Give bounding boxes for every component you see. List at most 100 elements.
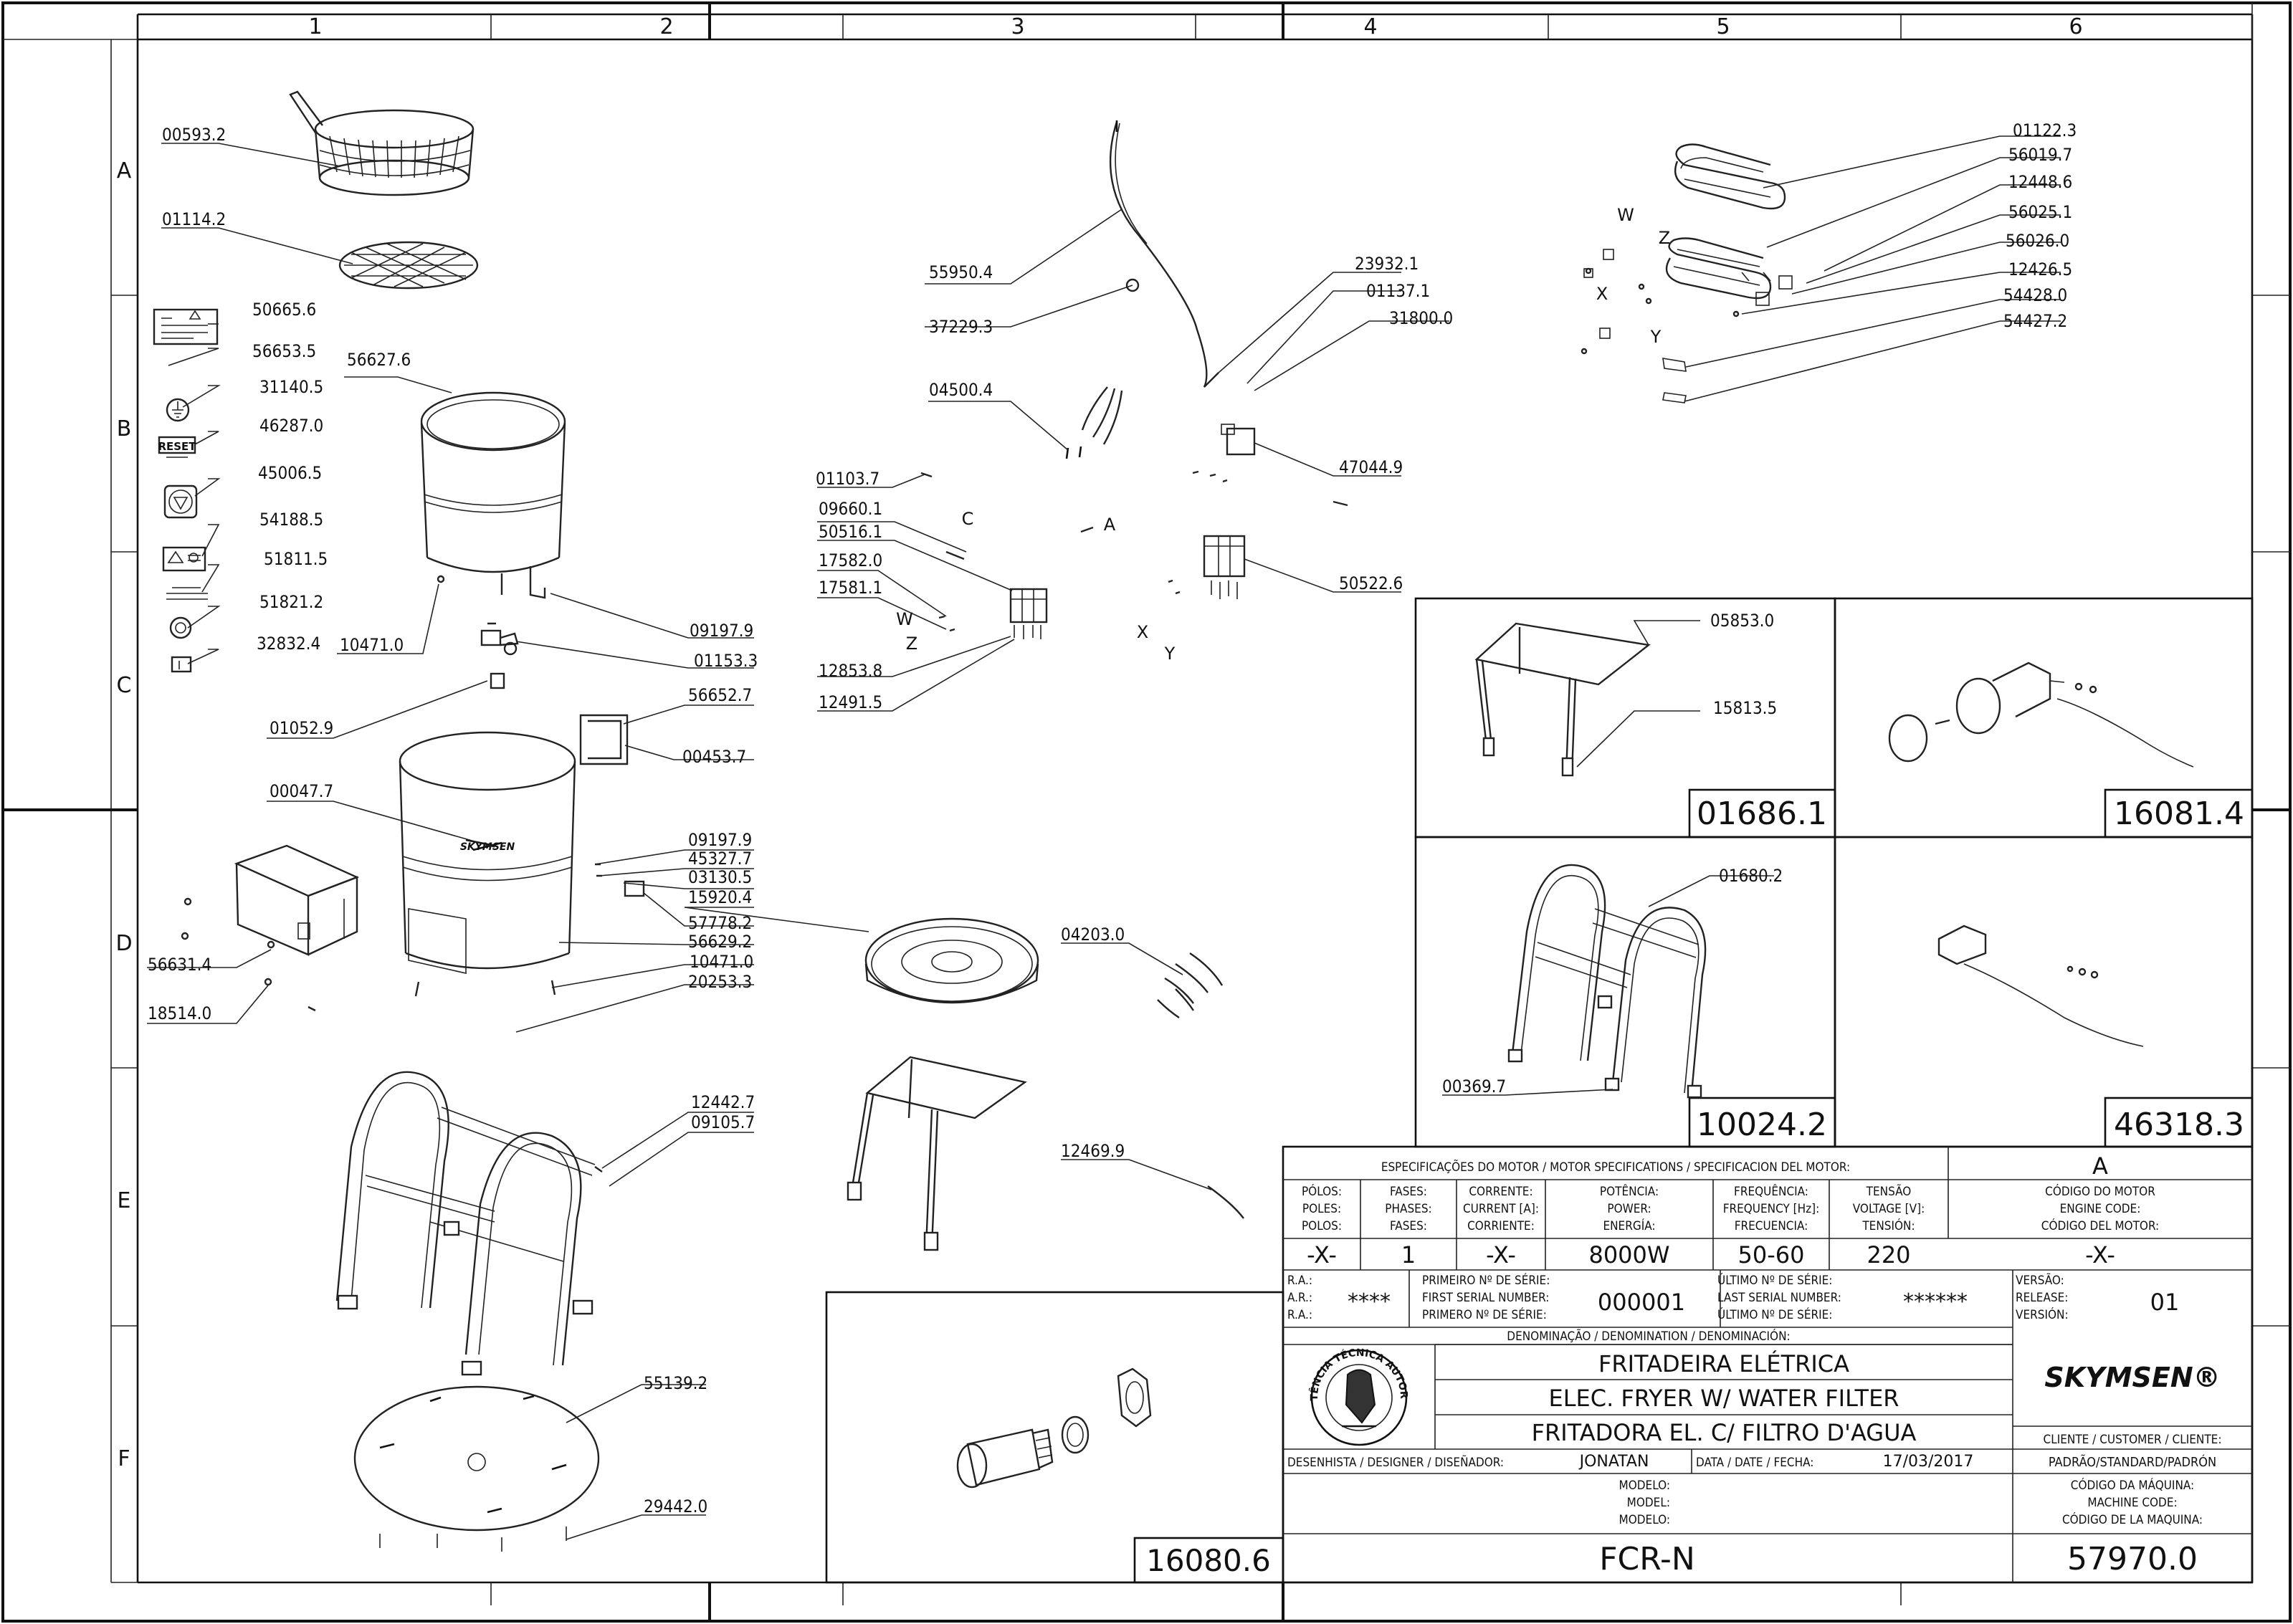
part-45327-7: 45327.7 — [688, 849, 752, 869]
svg-text:X: X — [1137, 622, 1148, 642]
svg-text:Y: Y — [1650, 327, 1662, 347]
phases-value: 1 — [1401, 1241, 1416, 1269]
column-label-4: 4 — [1363, 14, 1377, 39]
svg-text:TENSIÓN:: TENSIÓN: — [1861, 1218, 1915, 1233]
title-block-text: ESPECIFICAÇÕES DO MOTOR / MOTOR SPECIFIC… — [1287, 1152, 2221, 1577]
column-labels: 1 2 3 4 5 6 — [308, 14, 2082, 39]
svg-text:CÓDIGO DO MOTOR: CÓDIGO DO MOTOR — [2045, 1183, 2155, 1199]
poles-value: -X- — [1307, 1241, 1337, 1269]
svg-text:ÚLTIMO Nº DE SÉRIE:: ÚLTIMO Nº DE SÉRIE: — [1717, 1307, 1832, 1322]
heating-elements-drawing — [1581, 143, 1793, 403]
svg-text:POLES:: POLES: — [1302, 1202, 1341, 1216]
row-label-c: C — [117, 673, 132, 698]
part-54427-2: 54427.2 — [2003, 311, 2067, 331]
part-01103-7: 01103.7 — [816, 469, 879, 489]
client-value: PADRÃO/STANDARD/PADRÓN — [2049, 1454, 2216, 1470]
row-label-e: E — [118, 1188, 131, 1213]
svg-text:CORRENTE:: CORRENTE: — [1469, 1185, 1532, 1199]
svg-text:FASES:: FASES: — [1390, 1185, 1427, 1199]
part-12442-7: 12442.7 — [691, 1092, 755, 1112]
svg-text:Z: Z — [906, 634, 917, 654]
part-17582-0: 17582.0 — [819, 550, 882, 570]
svg-text:POTÊNCIA:: POTÊNCIA: — [1600, 1183, 1659, 1199]
heating-pan-drawing — [864, 917, 1039, 1004]
svg-text:RESET: RESET — [158, 440, 196, 453]
part-09660-1: 09660.1 — [819, 499, 882, 519]
part-12426-5: 12426.5 — [2008, 259, 2072, 280]
part-01052-9: 01052.9 — [270, 718, 333, 738]
svg-text:W: W — [896, 609, 913, 629]
support-frame-mid-drawing — [847, 1056, 1027, 1251]
svg-text:MODELO:: MODELO: — [1619, 1479, 1670, 1493]
svg-text:W: W — [1617, 205, 1634, 225]
svg-text:SKYMSEN: SKYMSEN — [460, 841, 515, 853]
part-01137-1: 01137.1 — [1366, 281, 1430, 301]
svg-text:CÓDIGO DEL MOTOR:: CÓDIGO DEL MOTOR: — [2041, 1218, 2159, 1233]
name-english: ELEC. FRYER W/ WATER FILTER — [1548, 1385, 1899, 1412]
wires-drawing — [1157, 952, 1244, 1219]
svg-text:A: A — [1104, 515, 1116, 535]
part-01680-2: 01680.2 — [1719, 866, 1783, 886]
part-55950-4: 55950.4 — [929, 262, 993, 282]
row-labels: A B C D E F — [115, 158, 132, 1471]
svg-text:CÓDIGO DA MÁQUINA:: CÓDIGO DA MÁQUINA: — [2071, 1477, 2194, 1493]
ground-symbol-icon — [166, 398, 190, 422]
part-03130-5: 03130.5 — [688, 867, 752, 887]
svg-text:MACHINE CODE:: MACHINE CODE: — [2087, 1496, 2177, 1510]
cable-harness-drawing — [1065, 120, 1219, 459]
designer-label: DESENHISTA / DESIGNER / DISEÑADOR: — [1287, 1454, 1504, 1470]
column-label-1: 1 — [308, 14, 322, 39]
part-37229-3: 37229.3 — [929, 317, 993, 337]
part-32832-4: 32832.4 — [257, 634, 320, 654]
svg-text:CORRIENTE:: CORRIENTE: — [1467, 1219, 1535, 1233]
part-31800-0: 31800.0 — [1389, 308, 1453, 328]
part-00453-7: 00453.7 — [682, 747, 746, 767]
last-serial-value: ****** — [1903, 1289, 1968, 1314]
svg-text:CURRENT [A]:: CURRENT [A]: — [1463, 1202, 1539, 1216]
part-05853-0: 05853.0 — [1710, 611, 1774, 631]
svg-text:RELEASE:: RELEASE: — [2016, 1291, 2068, 1305]
part-56627-6: 56627.6 — [347, 350, 411, 370]
part-51811-5: 51811.5 — [264, 549, 328, 569]
row-label-b: B — [117, 416, 132, 441]
row-label-f: F — [118, 1446, 130, 1471]
basket-grid-drawing — [338, 241, 479, 290]
contactor-right-drawing — [1168, 535, 1246, 599]
svg-text:ÚLTIMO Nº DE SÉRIE:: ÚLTIMO Nº DE SÉRIE: — [1717, 1272, 1832, 1288]
part-12469-9: 12469.9 — [1061, 1141, 1125, 1161]
part-12448-6: 12448.6 — [2008, 172, 2072, 192]
part-23932-1: 23932.1 — [1355, 254, 1419, 274]
part-47044-9: 47044.9 — [1339, 457, 1403, 477]
part-00369-7: 00369.7 — [1442, 1076, 1506, 1097]
part-09197-9-upper: 09197.9 — [690, 621, 753, 641]
part-55139-2: 55139.2 — [644, 1373, 707, 1393]
part-56631-4: 56631.4 — [148, 955, 211, 975]
part-00047-7: 00047.7 — [270, 781, 333, 801]
part-10471-0-lower: 10471.0 — [690, 952, 753, 972]
client-label: CLIENTE / CUSTOMER / CLIENTE: — [2044, 1433, 2222, 1447]
svg-text:FASES:: FASES: — [1390, 1219, 1427, 1233]
svg-text:ENGINE CODE:: ENGINE CODE: — [2060, 1202, 2141, 1216]
part-56026-0: 56026.0 — [2006, 231, 2069, 251]
part-31140-5: 31140.5 — [259, 377, 323, 397]
part-01153-3: 01153.3 — [694, 651, 758, 671]
warning-label-icon — [153, 308, 219, 345]
svg-text:VERSÃO:: VERSÃO: — [2016, 1272, 2064, 1288]
part-09197-9-lower: 09197.9 — [688, 830, 752, 850]
oil-tank-drawing — [420, 391, 566, 599]
detail-box-16080 — [825, 1291, 1284, 1584]
part-12853-8: 12853.8 — [819, 661, 882, 681]
row-label-d: D — [115, 931, 132, 956]
part-56629-2: 56629.2 — [688, 932, 752, 952]
svg-text:PRIMEIRO Nº DE SÉRIE:: PRIMEIRO Nº DE SÉRIE: — [1422, 1272, 1550, 1288]
electrical-box-drawing — [181, 844, 360, 986]
part-00593-2: 00593.2 — [162, 125, 226, 145]
part-18514-0: 18514.0 — [148, 1003, 211, 1023]
detail-ref-10024: 10024.2 — [1697, 1107, 1827, 1143]
engine-code-value: -X- — [2085, 1241, 2115, 1269]
part-29442-0: 29442.0 — [644, 1496, 707, 1516]
reset-label-icon: RESET — [158, 436, 196, 458]
frequency-value: 50-60 — [1738, 1241, 1805, 1269]
